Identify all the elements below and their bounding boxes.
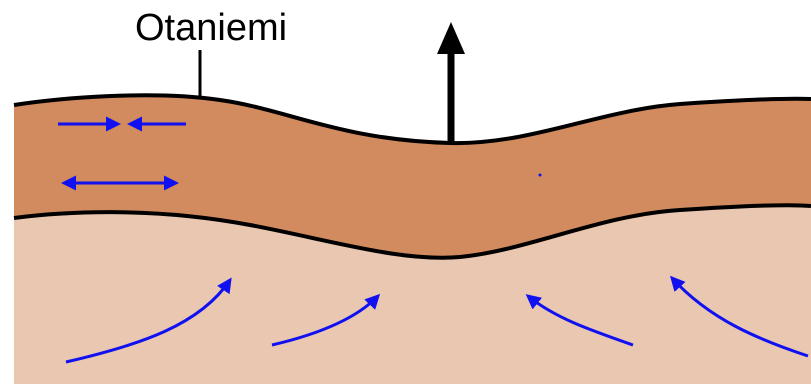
uplift-arrow <box>437 22 465 143</box>
location-label: Otaniemi <box>135 7 287 49</box>
blue-dot <box>539 174 542 177</box>
